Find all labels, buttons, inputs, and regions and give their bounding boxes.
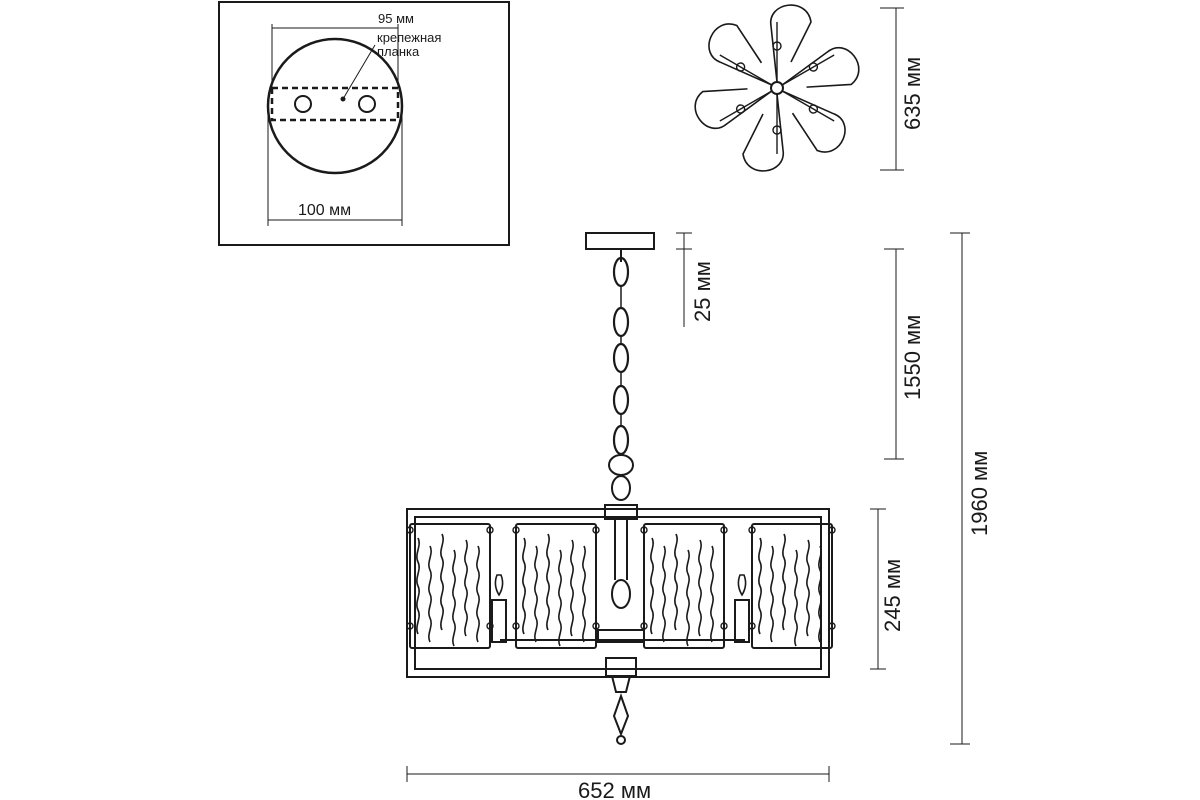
glass-shade [748,523,836,649]
canopy [585,232,655,250]
mounting-bracket [270,86,400,122]
mount-detail-frame [218,1,510,246]
top-view-depth-label: 635 мм [900,57,925,130]
central-stem [597,454,645,745]
top-view-petal [781,90,846,153]
total-width-dimension: 652 мм [406,766,830,800]
canopy-height-label: 25 мм [690,261,715,322]
total-height-label: 1960 мм [967,451,992,536]
top-view-petal [708,23,773,86]
chain [612,249,630,456]
chain-link [612,306,630,338]
total-height-dimension: 1960 мм [950,232,992,745]
bracket-label-line1: крепежная [377,30,441,45]
bracket-width-label: 95 мм [378,11,414,26]
top-view [694,4,860,172]
glass-shades [406,523,836,649]
shade-height-dimension: 245 мм [870,508,905,670]
canopy-diameter-label: 100 мм [298,202,351,219]
chain-link [612,384,630,416]
canopy-circle [266,37,404,175]
mount-detail-panel: 95 мм крепежная планка 100 мм [218,1,510,246]
top-view-petal [770,4,812,83]
bracket-hole-right [358,95,376,113]
glass-shade [406,523,494,649]
glass-shade [512,523,600,649]
shade-height-label: 245 мм [880,559,905,632]
candle-holder-right [734,574,750,643]
bracket-label-line2: планка [377,44,420,59]
top-view-petal [742,93,784,172]
chain-link [612,342,630,374]
top-view-petals [694,4,860,172]
outer-frame [406,508,830,678]
total-width-label: 652 мм [578,778,651,800]
top-view-petal [781,46,860,88]
chain-length-dimension: 1550 мм [884,248,925,460]
chain-link [612,256,630,288]
chain-length-label: 1550 мм [900,315,925,400]
side-view: 25 мм 1550 мм 245 мм 1960 мм 652 [406,232,992,800]
top-view-petal [694,88,773,130]
canopy-height-dimension: 25 мм [676,232,715,327]
candle-holder-left [491,574,507,643]
inner-frame [414,516,822,670]
top-view-depth-dimension: 635 мм [880,7,925,171]
glass-shade [640,523,728,649]
chain-link [612,424,630,456]
bracket-hole-left [294,95,312,113]
top-view-hub [770,81,784,95]
